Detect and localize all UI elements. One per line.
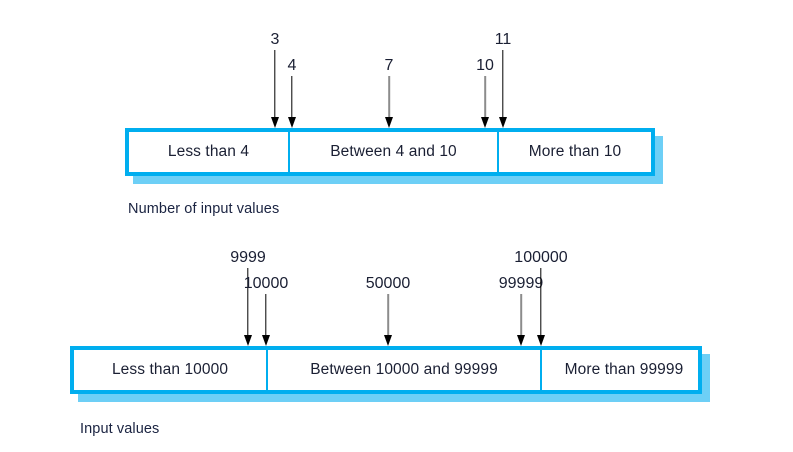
arrow-stem — [387, 294, 389, 335]
marker-arrow: 9999 — [230, 250, 266, 346]
diagram-caption: Number of input values — [128, 201, 280, 217]
arrow-head — [481, 117, 489, 128]
marker-arrow: 99999 — [499, 276, 543, 346]
partition-cell: Less than 4 — [129, 132, 288, 172]
partition-cell: Between 10000 and 99999 — [266, 350, 540, 390]
partition-label: Less than 4 — [167, 143, 250, 160]
marker-arrow: 7 — [382, 58, 396, 128]
arrow-stem — [274, 50, 276, 117]
partition-label: Between 10000 and 99999 — [310, 361, 498, 378]
arrow-stem — [484, 76, 486, 117]
marker-label: 11 — [494, 31, 512, 48]
partition-bar: Less than 4 Between 4 and 10 More than 1… — [125, 128, 655, 176]
arrow-head — [384, 335, 392, 346]
arrow-stem — [291, 76, 293, 117]
marker-label: 10000 — [243, 275, 289, 292]
marker-label: 50000 — [365, 275, 411, 292]
arrow-head — [499, 117, 507, 128]
partition-label: Between 4 and 10 — [330, 143, 457, 160]
partition-label: Less than 10000 — [111, 361, 229, 378]
marker-label: 4 — [287, 57, 297, 74]
partition-cell: Between 4 and 10 — [288, 132, 497, 172]
marker-arrow: 50000 — [366, 276, 410, 346]
marker-arrow: 11 — [495, 32, 511, 128]
arrow-head — [517, 335, 525, 346]
arrow-stem — [265, 294, 267, 335]
arrow-stem — [247, 268, 249, 335]
marker-label: 3 — [270, 31, 280, 48]
partition-bar: Less than 10000 Between 10000 and 99999 … — [70, 346, 702, 394]
marker-label: 99999 — [498, 275, 544, 292]
arrow-head — [385, 117, 393, 128]
marker-arrow: 10000 — [244, 276, 288, 346]
marker-arrow: 4 — [285, 58, 299, 128]
arrow-head — [271, 117, 279, 128]
arrow-stem — [502, 50, 504, 117]
marker-arrow: 10 — [476, 58, 494, 128]
arrow-stem — [540, 268, 542, 335]
marker-arrow: 100000 — [514, 250, 568, 346]
partition-cell: Less than 10000 — [74, 350, 266, 390]
arrow-head — [537, 335, 545, 346]
marker-label: 100000 — [514, 249, 568, 266]
partition-label: More than 10 — [528, 143, 622, 160]
diagram-caption: Input values — [80, 421, 160, 437]
arrow-stem — [520, 294, 522, 335]
arrow-head — [288, 117, 296, 128]
arrow-head — [244, 335, 252, 346]
marker-arrow: 3 — [268, 32, 282, 128]
arrow-head — [262, 335, 270, 346]
arrow-stem — [388, 76, 390, 117]
partition-label: More than 99999 — [564, 361, 684, 378]
marker-label: 7 — [384, 57, 394, 74]
marker-label: 10 — [476, 57, 494, 74]
marker-label: 9999 — [230, 249, 266, 266]
partition-cell: More than 10 — [497, 132, 651, 172]
partition-cell: More than 99999 — [540, 350, 706, 390]
